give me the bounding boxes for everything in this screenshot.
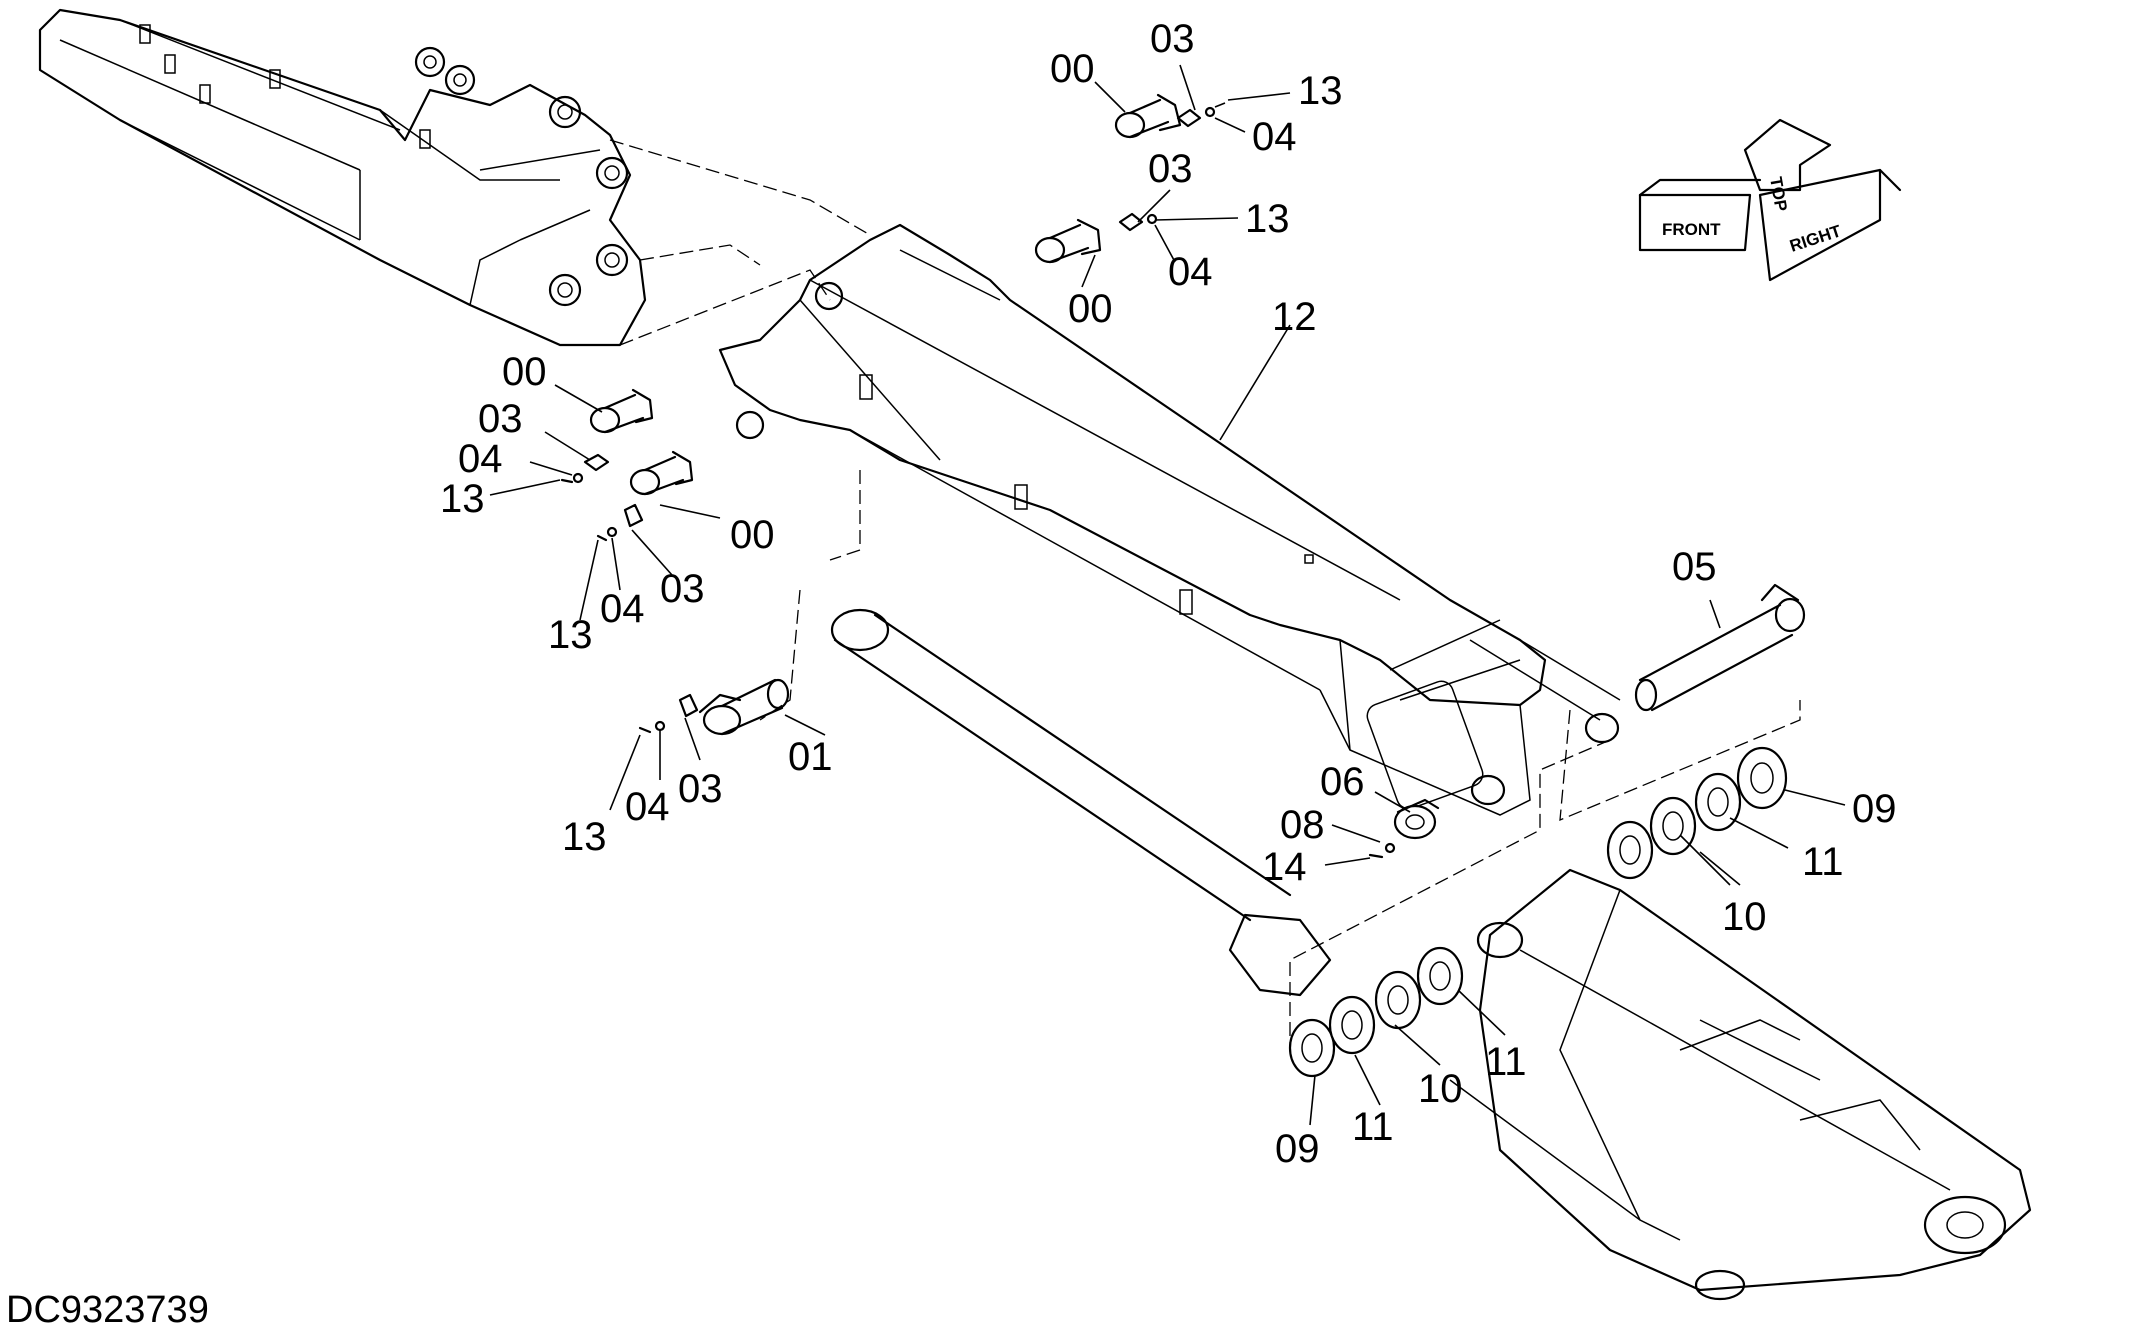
- pin-00-left-lower: [629, 450, 694, 496]
- callout-05: 05: [1672, 545, 1717, 589]
- compass-right-label: RIGHT: [1787, 221, 1844, 256]
- callout-12: 12: [1272, 295, 1317, 339]
- callout-04: 04: [625, 785, 670, 829]
- callout-00: 00: [1068, 287, 1113, 331]
- callout-03: 03: [660, 567, 705, 611]
- pin-00-top: [1114, 93, 1182, 139]
- callout-03: 03: [678, 767, 723, 811]
- callout-09: 09: [1852, 787, 1897, 831]
- pin-01: [698, 678, 790, 736]
- callout-09: 09: [1275, 1127, 1320, 1171]
- pin-00-mid: [1034, 218, 1102, 264]
- callout-11: 11: [1802, 840, 1844, 884]
- callout-10: 10: [1722, 895, 1767, 939]
- shims-lower-group: [1288, 946, 1464, 1078]
- orientation-compass: FRONT TOP RIGHT: [1638, 118, 1902, 282]
- shims-upper-group: [1606, 746, 1788, 880]
- main-boom-end: [38, 8, 647, 347]
- compass-front-label: FRONT: [1662, 220, 1721, 239]
- callouts: 00 03 13 04 03 13 04 00 12 00 03 04 13 0…: [440, 17, 1897, 1171]
- callout-01: 01: [788, 735, 833, 779]
- bushing-06: [1393, 798, 1440, 840]
- callout-04: 04: [458, 437, 503, 481]
- arm-part-12: [718, 223, 1621, 816]
- callout-13: 13: [440, 477, 485, 521]
- callout-08: 08: [1280, 803, 1325, 847]
- callout-00: 00: [502, 350, 547, 394]
- callout-13: 13: [548, 613, 593, 657]
- callout-10: 10: [1418, 1067, 1463, 1111]
- callout-06: 06: [1320, 760, 1365, 804]
- callout-13: 13: [1245, 197, 1290, 241]
- compass-top-label: TOP: [1766, 175, 1791, 212]
- callout-03: 03: [1150, 17, 1195, 61]
- arm-cylinder: [830, 608, 1332, 997]
- callout-04: 04: [600, 587, 645, 631]
- callout-13: 13: [1298, 69, 1343, 113]
- leader-lines: [489, 64, 1846, 1126]
- callout-13: 13: [562, 815, 607, 859]
- callout-00: 00: [1050, 47, 1095, 91]
- pin-00-left-upper: [589, 388, 654, 434]
- callout-04: 04: [1168, 250, 1213, 294]
- bucket-link: [1449, 868, 2032, 1301]
- callout-03: 03: [1148, 147, 1193, 191]
- callout-11: 11: [1352, 1105, 1394, 1149]
- callout-14: 14: [1262, 845, 1307, 889]
- drawing-code: DC9323739: [6, 1289, 209, 1331]
- callout-04: 04: [1252, 115, 1297, 159]
- callout-11: 11: [1485, 1040, 1527, 1084]
- callout-03: 03: [478, 397, 523, 441]
- pin-05: [1634, 583, 1806, 712]
- callout-00: 00: [730, 513, 775, 557]
